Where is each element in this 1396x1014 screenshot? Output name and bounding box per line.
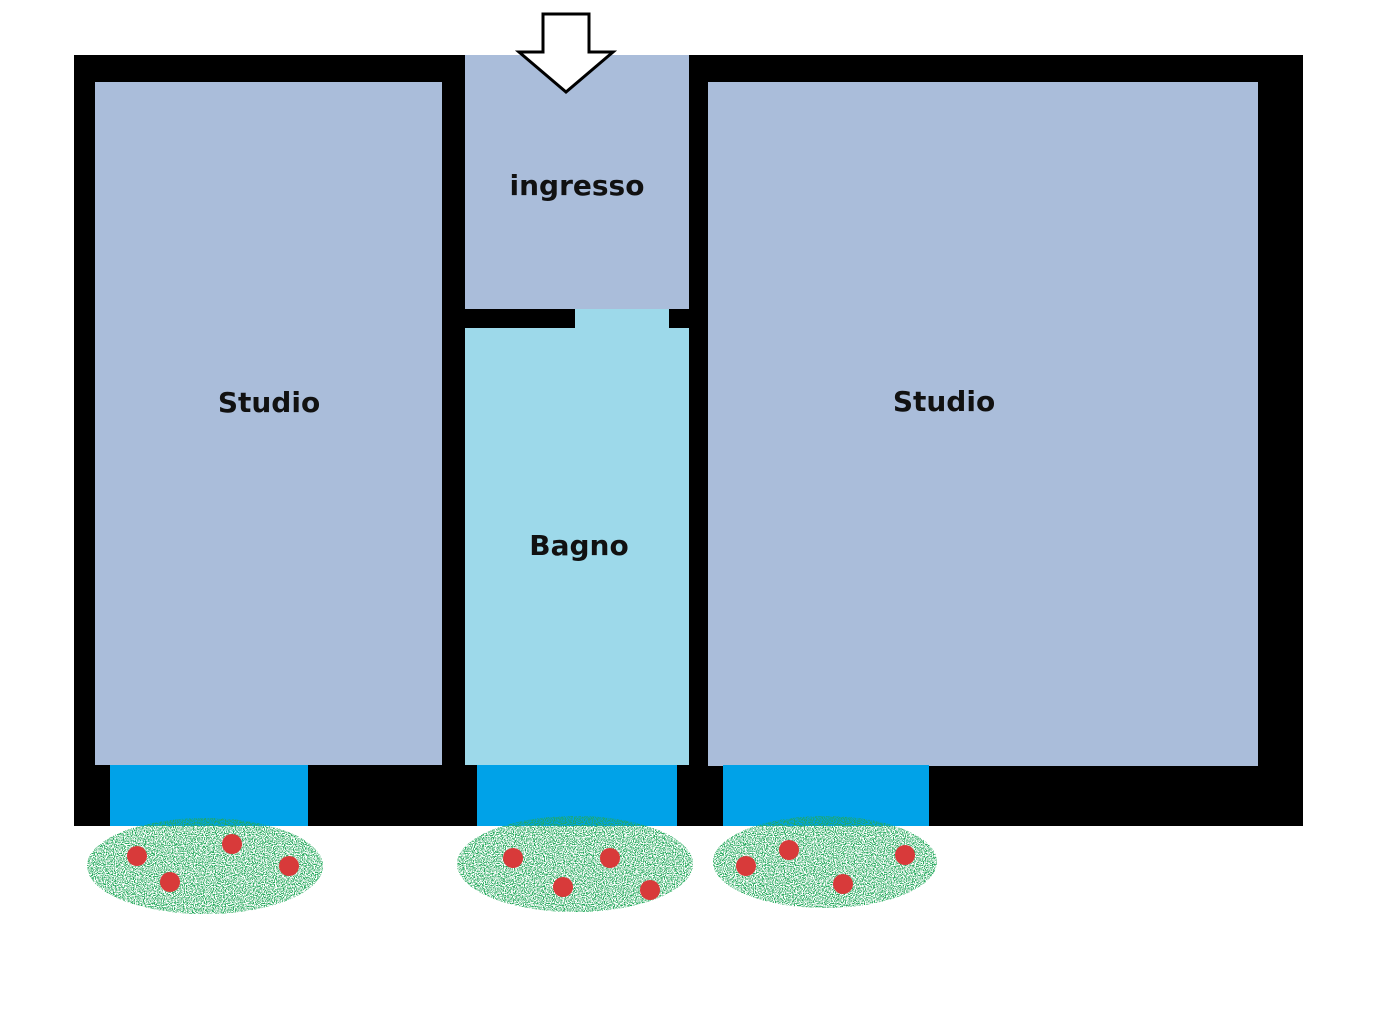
- arrow-down-icon: [514, 12, 618, 94]
- wall-left-lower: [442, 222, 465, 766]
- wall-left-upper: [442, 82, 465, 101]
- room-label-study-right: Studio: [893, 385, 995, 418]
- flower-icon: [833, 874, 853, 894]
- flower-icon: [127, 846, 147, 866]
- flower-icon: [600, 848, 620, 868]
- flower-icon: [279, 856, 299, 876]
- flower-icon: [736, 856, 756, 876]
- plants-center: [457, 816, 693, 912]
- room-label-bathroom: Bagno: [529, 529, 628, 562]
- study-right-floor: [708, 82, 1258, 766]
- wall-right-lower: [689, 222, 708, 766]
- bathroom-wall-left: [465, 309, 575, 328]
- wall-right-upper: [689, 82, 708, 106]
- window-right: [723, 765, 929, 826]
- room-label-entrance: ingresso: [510, 169, 645, 202]
- plants-right: [713, 816, 937, 908]
- flower-icon: [640, 880, 660, 900]
- bathroom-wall-right: [669, 309, 689, 328]
- study-left-floor: [95, 82, 442, 765]
- flower-icon: [779, 840, 799, 860]
- window-left: [110, 765, 308, 826]
- bathroom-floor: [465, 309, 689, 765]
- window-bathroom: [477, 765, 677, 826]
- flower-icon: [160, 872, 180, 892]
- flower-icon: [222, 834, 242, 854]
- flower-icon: [895, 845, 915, 865]
- room-label-study-left: Studio: [218, 386, 320, 419]
- flower-icon: [553, 877, 573, 897]
- entrance-floor: [465, 55, 689, 309]
- plants-left: [87, 818, 323, 914]
- flower-icon: [503, 848, 523, 868]
